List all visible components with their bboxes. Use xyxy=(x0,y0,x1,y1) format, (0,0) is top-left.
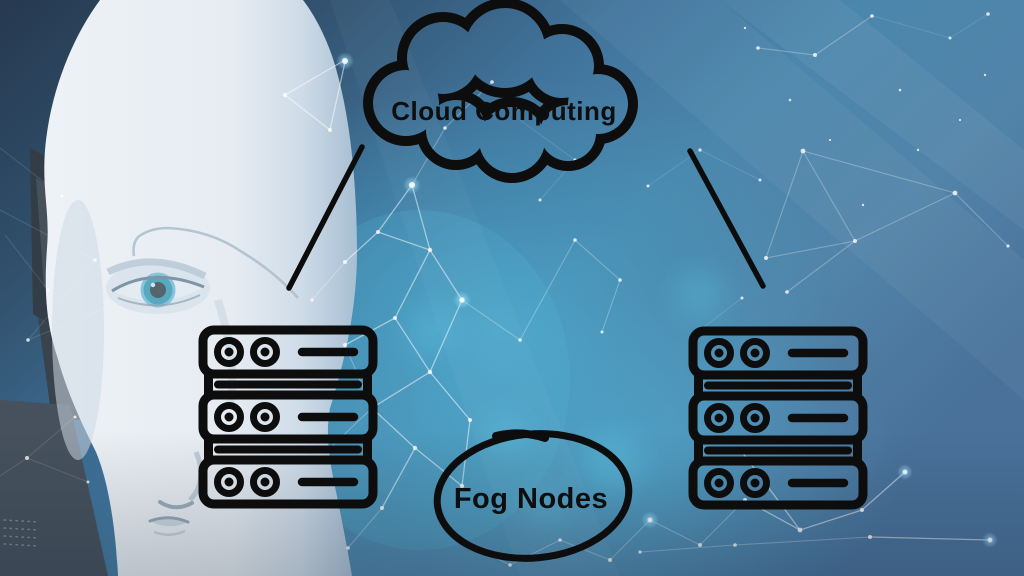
cloud-computing-label: Cloud Computing xyxy=(391,96,617,126)
temple-shadow xyxy=(52,200,104,460)
sketch-overlap-stroke xyxy=(492,429,549,442)
eye-highlight xyxy=(150,282,156,288)
edge-cloud-to-left-fog-node xyxy=(286,144,365,291)
edge-cloud-to-right-fog-node xyxy=(687,148,766,289)
forehead-seam xyxy=(132,226,299,299)
eyebrow-ridge xyxy=(106,258,207,280)
lower-eyelid xyxy=(117,294,201,307)
upper-eyelid xyxy=(111,276,205,293)
fog-nodes-annotation: Fog Nodes xyxy=(433,429,633,562)
server-rack-icon-left xyxy=(203,330,373,504)
fog-nodes-label: Fog Nodes xyxy=(454,483,608,515)
light-beam xyxy=(720,0,1024,230)
cloud-icon xyxy=(350,0,680,220)
server-rack-icon-right xyxy=(693,331,863,505)
